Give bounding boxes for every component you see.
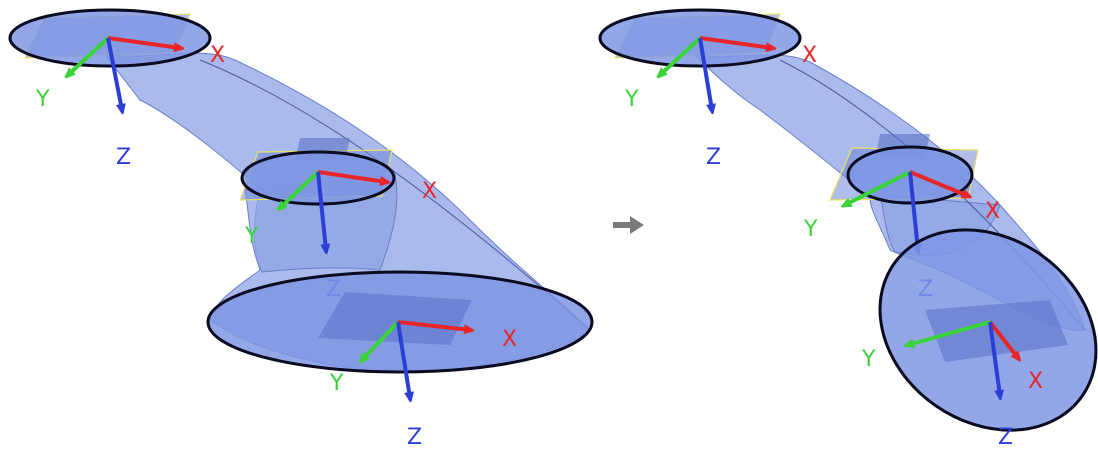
x-axis-label: X bbox=[422, 179, 437, 204]
y-axis-arrow bbox=[68, 36, 110, 75]
x-axis-label: X bbox=[502, 327, 517, 352]
z-axis-arrow bbox=[396, 321, 410, 398]
y-axis-arrow bbox=[908, 320, 991, 345]
z-axis-arrow bbox=[988, 321, 1000, 396]
z-axis-arrow bbox=[908, 171, 918, 250]
z-axis-arrow bbox=[106, 37, 122, 110]
y-axis-label: Y bbox=[329, 371, 344, 396]
x-axis-arrow bbox=[317, 170, 386, 182]
profile-top-right: X Y Z bbox=[598, 8, 817, 170]
y-axis-label: Y bbox=[803, 217, 818, 242]
x-axis-label: X bbox=[210, 43, 225, 68]
x-axis-arrow bbox=[699, 36, 772, 48]
loft-before: X Y Z X Y Z X Y Z bbox=[8, 8, 594, 450]
z-axis-arrow bbox=[698, 37, 712, 110]
x-axis-arrow bbox=[107, 36, 180, 48]
y-axis-label: Y bbox=[35, 87, 50, 112]
profile-bottom-right: X Y Z bbox=[861, 228, 1098, 450]
profile-bottom-left: X Y Z bbox=[206, 270, 594, 450]
x-axis-label: X bbox=[802, 43, 817, 68]
y-axis-arrow bbox=[362, 320, 400, 360]
z-axis-arrow bbox=[316, 171, 326, 250]
loft-after: X Y Z X Y Z X Y Z bbox=[598, 8, 1098, 450]
y-axis-arrow bbox=[845, 170, 911, 205]
x-axis-arrow bbox=[397, 320, 470, 330]
y-axis-arrow bbox=[280, 170, 320, 208]
x-axis-arrow bbox=[988, 320, 1018, 358]
y-axis-label: Y bbox=[624, 87, 639, 112]
x-axis-label: X bbox=[985, 199, 1000, 224]
profile-top-left: X Y Z bbox=[8, 8, 225, 170]
sketch-plane bbox=[318, 292, 472, 345]
right-arrow-icon bbox=[613, 216, 644, 234]
z-axis-label: Z bbox=[706, 145, 721, 170]
x-axis-arrow bbox=[909, 170, 968, 196]
y-axis-label: Y bbox=[861, 347, 876, 372]
z-axis-label: Z bbox=[407, 425, 422, 450]
y-axis-arrow bbox=[660, 36, 702, 75]
y-axis-label: Y bbox=[244, 224, 259, 249]
z-axis-label: Z bbox=[116, 145, 131, 170]
profile-middle-left: X Y Z bbox=[239, 138, 437, 302]
z-axis-label: Z bbox=[998, 425, 1013, 450]
x-axis-label: X bbox=[1028, 369, 1043, 394]
